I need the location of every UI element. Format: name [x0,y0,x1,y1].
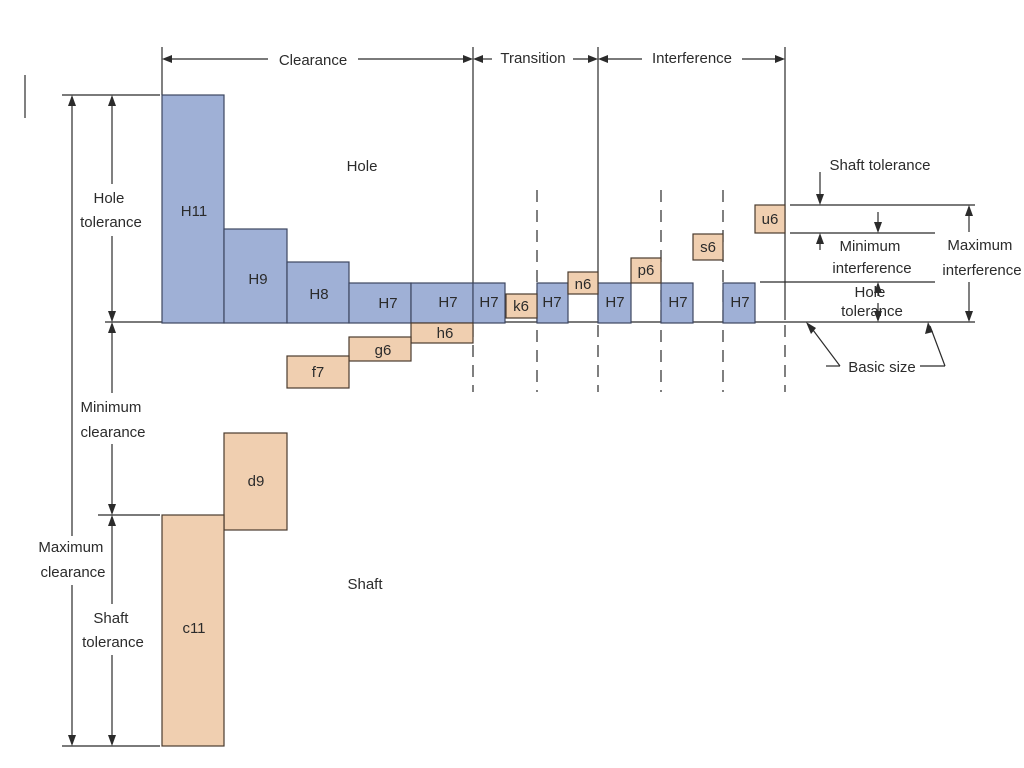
hole-label-h7-f: H7 [668,294,687,311]
hole-label-h8: H8 [309,286,328,303]
shaft-label-c11: c11 [182,620,205,637]
right-label-hole-tolerance: Hole tolerance [841,284,903,320]
hole-box-h7-a [348,282,412,324]
hole-label-h9: H9 [248,271,267,288]
shaft-label-n6: n6 [575,276,592,293]
left-label-hole-tolerance: Hole tolerance [80,190,142,231]
left-label-shaft-tolerance: Shaft tolerance [82,610,144,651]
left-dimension-lines [62,94,160,747]
shaft-box-s6 [692,233,724,261]
shaft-box-h6 [410,322,474,344]
header-clearance: Clearance [279,52,347,69]
shaft-box-n6 [567,271,599,295]
left-label-minimum-clearance: Minimum clearance [80,399,145,441]
hole-label-h7-d: H7 [542,294,561,311]
header-brackets [161,47,786,320]
header-transition: Transition [500,50,565,67]
hole-box-h7-e [597,282,632,324]
shaft-boxes [161,204,786,747]
right-label-basic-size: Basic size [848,359,916,376]
right-dimension-lines [760,172,975,367]
header-interference: Interference [652,50,732,67]
hole-box-h11 [161,94,225,324]
hole-label-h11: H11 [181,203,207,220]
shaft-label-g6: g6 [375,342,392,359]
shaft-label-f7: f7 [312,364,325,381]
hole-label-h7-e: H7 [605,294,624,311]
region-label-hole: Hole [347,158,378,175]
shaft-box-f7 [286,355,350,389]
hole-label-h7-a: H7 [378,295,397,312]
right-label-maximum-interference: Maximum interference [942,237,1021,279]
shaft-label-h6: h6 [437,325,454,342]
hole-box-h7-f [660,282,694,324]
region-label-shaft: Shaft [347,576,383,593]
shaft-label-d9: d9 [248,473,265,490]
shaft-label-p6: p6 [638,262,655,279]
hole-box-h8 [286,261,350,324]
hole-label-h7-g: H7 [730,294,749,311]
hole-label-h7-b: H7 [438,294,457,311]
left-label-maximum-clearance: Maximum clearance [38,539,107,581]
hole-box-h7-g [722,282,756,324]
right-label-shaft-tolerance: Shaft tolerance [830,157,931,174]
shaft-box-d9 [223,432,288,531]
shaft-box-u6 [754,204,786,234]
right-label-minimum-interference: Minimum interference [832,238,911,277]
shaft-box-p6 [630,257,662,284]
shaft-label-u6: u6 [762,211,779,228]
shaft-box-g6 [348,336,412,362]
hole-label-h7-c: H7 [479,294,498,311]
hole-box-h7-c [472,282,506,324]
hole-box-h7-d [536,282,569,324]
hole-boxes [161,94,756,324]
hole-box-h7-b [410,282,474,324]
shaft-label-s6: s6 [700,239,716,256]
shaft-label-k6: k6 [513,298,529,315]
shaft-box-c11 [161,514,225,747]
shaft-box-k6 [505,293,538,319]
